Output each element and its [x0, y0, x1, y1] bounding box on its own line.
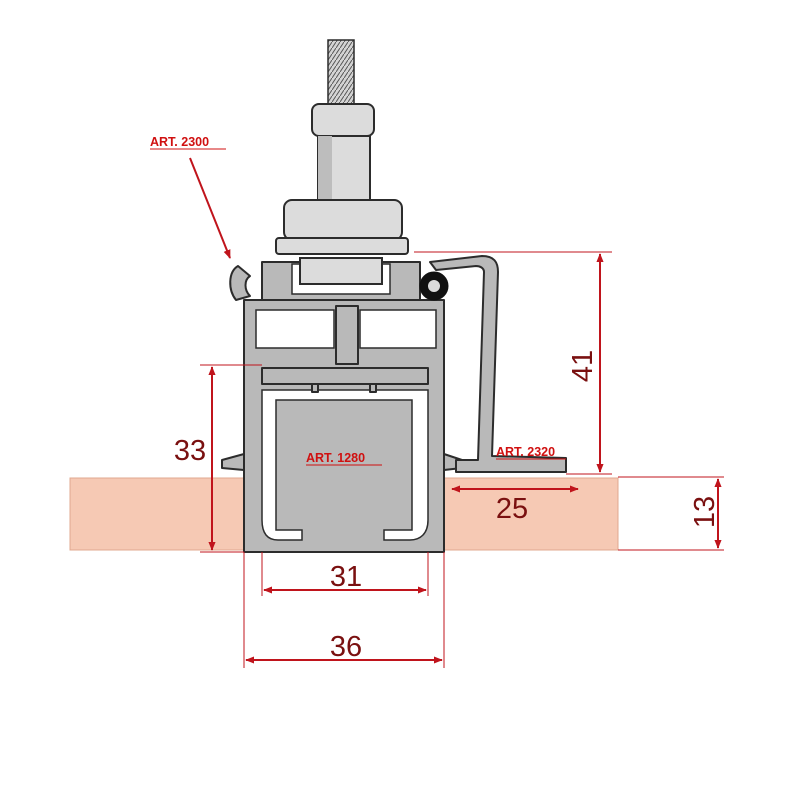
rail-tooth-2 [369, 383, 377, 393]
track-cavity [261, 389, 429, 541]
clip-body [229, 265, 251, 301]
clip-art-2300 [229, 257, 421, 301]
label-art-2300-text: ART. 2300 [150, 135, 209, 149]
hanger-neck-shadow [318, 136, 332, 200]
track-profile-art-1280 [221, 299, 463, 553]
center-web [335, 305, 359, 365]
threaded-rod [327, 39, 355, 111]
inner-rail [261, 367, 429, 385]
dim-31: 31 [330, 561, 362, 593]
label-art-1280: ART. 1280 [306, 451, 382, 466]
rail-tooth-1 [311, 383, 319, 393]
label-art-2320: ART. 2320 [496, 445, 566, 460]
label-art-2320-text: ART. 2320 [496, 445, 555, 459]
label-art-2300: ART. 2300 [150, 135, 226, 150]
hanger-assembly [275, 39, 409, 255]
dim-13: 13 [689, 496, 721, 528]
upper-chamber-right [359, 309, 437, 349]
hex-nut-top [311, 103, 375, 137]
leader-art-2300 [189, 157, 231, 259]
hanger-base [275, 237, 409, 255]
dim-25: 25 [496, 493, 528, 525]
dim-41: 41 [567, 350, 599, 382]
clip-insert [299, 257, 383, 285]
bracket-art-2320 [419, 255, 567, 473]
extension-lines [200, 251, 724, 668]
upper-chamber-left [255, 309, 335, 349]
hanger-nut [283, 199, 403, 241]
side-fin-left [221, 453, 245, 471]
gasket-core [428, 280, 440, 292]
dimension-lines [208, 253, 722, 664]
label-art-1280-text: ART. 1280 [306, 451, 365, 465]
dim-36: 36 [330, 631, 362, 663]
bracket-profile [429, 255, 567, 473]
dim-33: 33 [174, 435, 206, 467]
panel-left [69, 477, 251, 551]
